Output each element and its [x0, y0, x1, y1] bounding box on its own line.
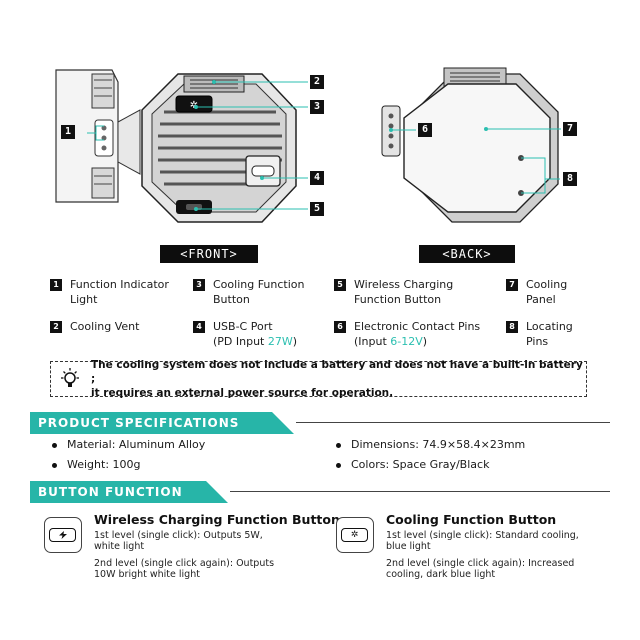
wireless-button-info: Wireless Charging Function Button 1st le… — [44, 512, 340, 592]
legend-label: Cooling Function — [213, 278, 305, 291]
callout-6: 6 — [418, 123, 432, 137]
legend-item-1: 1 Function Indicator Light — [50, 277, 169, 307]
front-side-clip — [55, 69, 141, 203]
power-notice: The cooling system does not include a ba… — [50, 359, 587, 399]
legend-label: Locating — [526, 320, 573, 333]
legend-label: Function Button — [354, 293, 442, 306]
callout-5: 5 — [310, 202, 324, 216]
cooling-level-1: 1st level (single click): Standard cooli… — [386, 530, 579, 541]
legend-item-8: 8 Locating Pins — [506, 319, 573, 349]
legend-label: ) — [292, 335, 298, 348]
callout-leaders — [87, 81, 561, 210]
legend-item-4: 4 USB-C Port (PD Input 27W) — [193, 319, 297, 349]
legend-label: Electronic Contact Pins — [354, 320, 481, 333]
product-diagram: ✲ — [0, 62, 640, 262]
wireless-level-1: white light — [94, 541, 145, 552]
legend-label: USB-C Port — [213, 320, 273, 333]
legend-label: ) — [422, 335, 428, 348]
specs-title: PRODUCT SPECIFICATIONS — [30, 412, 294, 434]
back-body — [381, 67, 559, 223]
notice-line-1: The cooling system does not include a ba… — [91, 359, 583, 385]
specs-header: PRODUCT SPECIFICATIONS — [30, 412, 610, 434]
legend-label: Wireless Charging — [354, 278, 454, 291]
cooling-level-1: blue light — [386, 541, 431, 552]
legend-num: 3 — [193, 279, 205, 291]
wireless-level-2: 2nd level (single click again): Outputs — [94, 558, 275, 569]
spec-material: Material: Aluminum Alloy — [52, 438, 205, 452]
voltage-rating: 6-12V — [390, 335, 423, 348]
legend-item-3: 3 Cooling Function Button — [193, 277, 305, 307]
wireless-level-1: 1st level (single click): Outputs 5W, — [94, 530, 263, 541]
legend-label: Button — [213, 293, 250, 306]
spec-dimensions: Dimensions: 74.9×58.4×23mm — [336, 438, 525, 452]
legend-item-7: 7 Cooling Panel — [506, 277, 567, 307]
button-function-title: BUTTON FUNCTION — [30, 481, 228, 503]
cooling-function-button-diagram: ✲ — [336, 517, 374, 553]
legend-num: 4 — [193, 321, 205, 333]
legend-label: (PD Input — [213, 335, 268, 348]
cooling-level-2: 2nd level (single click again): Increase… — [386, 558, 575, 569]
legend-item-6: 6 Electronic Contact Pins (Input 6-12V) — [334, 319, 480, 349]
legend-num: 8 — [506, 321, 518, 333]
lightning-icon — [58, 531, 67, 539]
callout-8: 8 — [563, 172, 577, 186]
wireless-button-title: Wireless Charging Function Button — [94, 512, 340, 527]
lightbulb-icon — [61, 368, 79, 387]
legend-label: Panel — [526, 293, 556, 306]
notice-line-2: it requires an external power source for… — [91, 387, 394, 399]
callout-3: 3 — [310, 100, 324, 114]
legend-label: Function Indicator — [70, 278, 169, 291]
button-function-header: BUTTON FUNCTION — [30, 481, 610, 503]
legend-num: 2 — [50, 321, 62, 333]
snowflake-icon: ✲ — [350, 529, 359, 540]
cooling-button-title: Cooling Function Button — [386, 512, 557, 527]
spec-colors: Colors: Space Gray/Black — [336, 458, 489, 472]
front-body: ✲ — [141, 73, 297, 223]
legend-label: Light — [70, 293, 98, 306]
cooling-level-2: cooling, dark blue light — [386, 569, 496, 580]
legend-item-2: 2 Cooling Vent — [50, 319, 139, 334]
back-view-label: <BACK> — [419, 245, 515, 263]
callout-1: 1 — [61, 125, 75, 139]
cooling-button-info: ✲ Cooling Function Button 1st level (sin… — [336, 512, 606, 592]
spec-weight: Weight: 100g — [52, 458, 141, 472]
callout-4: 4 — [310, 171, 324, 185]
legend-num: 5 — [334, 279, 346, 291]
wireless-charging-button-diagram — [44, 517, 82, 553]
legend-label: (Input — [354, 335, 391, 348]
svg-text:✲: ✲ — [190, 100, 198, 111]
product-illustration: ✲ — [55, 67, 561, 223]
legend-label: Cooling Vent — [70, 320, 140, 333]
wireless-level-2: 10W bright white light — [94, 569, 200, 580]
callout-2: 2 — [310, 75, 324, 89]
legend-label: Pins — [526, 335, 549, 348]
front-view-label: <FRONT> — [160, 245, 258, 263]
legend-num: 7 — [506, 279, 518, 291]
callout-7: 7 — [563, 122, 577, 136]
power-rating: 27W — [267, 335, 293, 348]
legend-num: 6 — [334, 321, 346, 333]
legend-num: 1 — [50, 279, 62, 291]
legend-item-5: 5 Wireless Charging Function Button — [334, 277, 453, 307]
legend-label: Cooling — [526, 278, 568, 291]
